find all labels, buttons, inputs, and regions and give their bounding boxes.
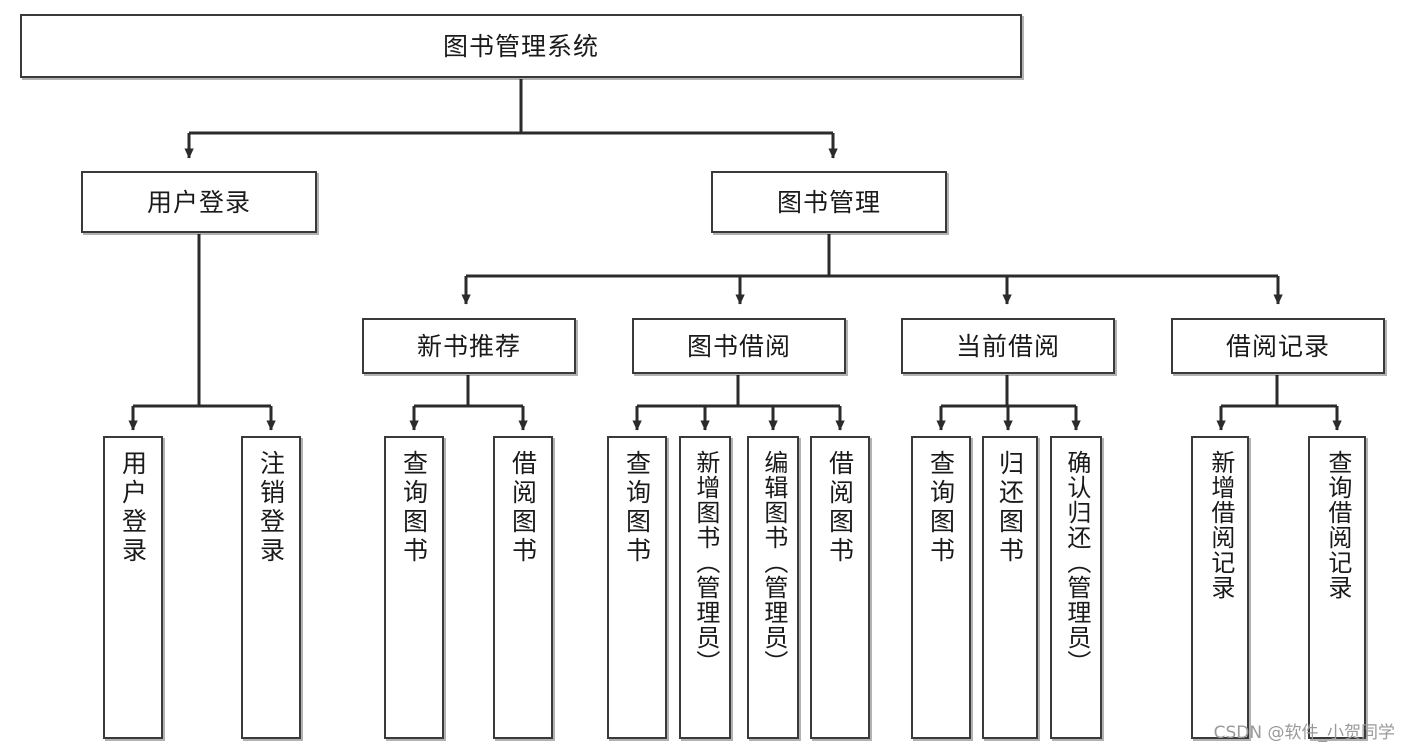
node-leaf-newbook-borrow[interactable]: 借阅图书	[493, 436, 553, 739]
node-leaf-borrow-book[interactable]: 借阅图书	[810, 436, 870, 739]
node-user-login-label: 用户登录	[146, 187, 251, 217]
node-leaf-book-add-label: 新增图书（管理员）	[691, 450, 720, 675]
node-new-book-recommend-label: 新书推荐	[416, 331, 521, 361]
node-borrow-record-label: 借阅记录	[1225, 331, 1330, 361]
watermark: CSDN @软件_小贺同学	[1213, 723, 1395, 743]
node-root[interactable]: 图书管理系统	[20, 14, 1022, 78]
node-root-label: 图书管理系统	[442, 31, 599, 61]
node-leaf-current-query-label: 查询图书	[926, 450, 956, 566]
node-leaf-logout-label: 注销登录	[256, 450, 286, 566]
node-leaf-record-add-label: 新增借阅记录	[1206, 450, 1235, 600]
node-leaf-record-query-label: 查询借阅记录	[1323, 450, 1352, 600]
node-leaf-book-add[interactable]: 新增图书（管理员）	[679, 436, 731, 739]
node-leaf-book-edit[interactable]: 编辑图书（管理员）	[747, 436, 799, 739]
node-leaf-borrow-query[interactable]: 查询图书	[607, 436, 667, 739]
node-leaf-user-login-label: 用户登录	[118, 450, 148, 566]
node-leaf-newbook-borrow-label: 借阅图书	[508, 450, 538, 566]
node-leaf-return-book[interactable]: 归还图书	[982, 436, 1038, 739]
node-leaf-newbook-query[interactable]: 查询图书	[384, 436, 444, 739]
node-book-borrow[interactable]: 图书借阅	[632, 318, 846, 374]
node-new-book-recommend[interactable]: 新书推荐	[362, 318, 576, 374]
node-leaf-confirm-return[interactable]: 确认归还（管理员）	[1050, 436, 1102, 739]
node-borrow-record[interactable]: 借阅记录	[1171, 318, 1385, 374]
node-leaf-return-book-label: 归还图书	[995, 450, 1025, 566]
node-leaf-record-add[interactable]: 新增借阅记录	[1191, 436, 1249, 739]
node-leaf-borrow-query-label: 查询图书	[622, 450, 652, 566]
node-leaf-logout[interactable]: 注销登录	[241, 436, 301, 739]
node-leaf-book-edit-label: 编辑图书（管理员）	[759, 450, 788, 675]
node-leaf-borrow-book-label: 借阅图书	[825, 450, 855, 566]
node-current-borrow[interactable]: 当前借阅	[901, 318, 1115, 374]
node-leaf-record-query[interactable]: 查询借阅记录	[1308, 436, 1366, 739]
node-leaf-user-login[interactable]: 用户登录	[103, 436, 163, 739]
node-leaf-newbook-query-label: 查询图书	[399, 450, 429, 566]
node-book-borrow-label: 图书借阅	[686, 331, 791, 361]
node-leaf-current-query[interactable]: 查询图书	[911, 436, 971, 739]
node-book-management[interactable]: 图书管理	[711, 171, 947, 233]
node-book-management-label: 图书管理	[776, 187, 881, 217]
node-user-login[interactable]: 用户登录	[81, 171, 317, 233]
node-leaf-confirm-return-label: 确认归还（管理员）	[1062, 450, 1091, 675]
node-current-borrow-label: 当前借阅	[955, 331, 1060, 361]
